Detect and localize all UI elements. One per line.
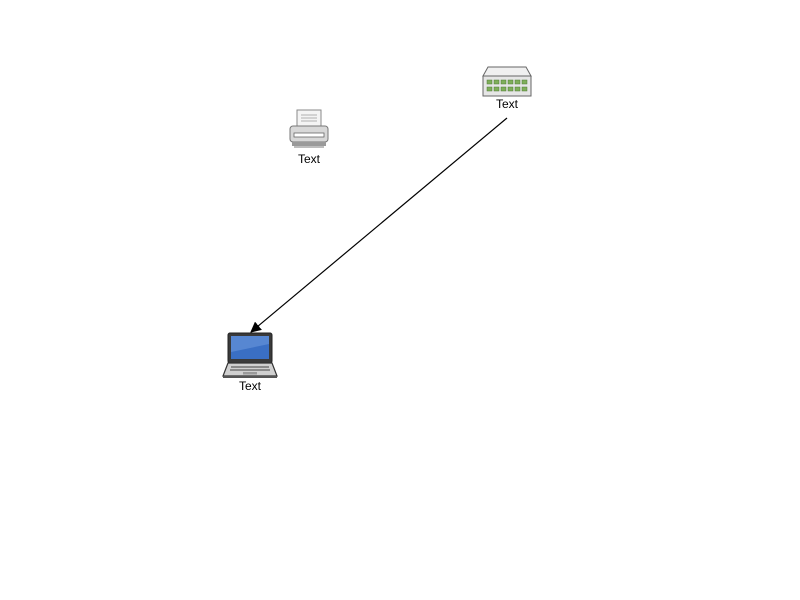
printer-label: Text [297,152,320,166]
printer-node[interactable]: Text [284,108,334,166]
switch-node[interactable]: Text [482,66,532,111]
laptop-icon [222,332,278,378]
printer-icon [289,109,329,148]
edge-switch-to-laptop[interactable] [250,117,508,333]
laptop-node[interactable]: Text [220,332,280,393]
switch-label: Text [495,97,518,111]
network-switch-icon [482,66,532,97]
laptop-label: Text [238,379,261,393]
